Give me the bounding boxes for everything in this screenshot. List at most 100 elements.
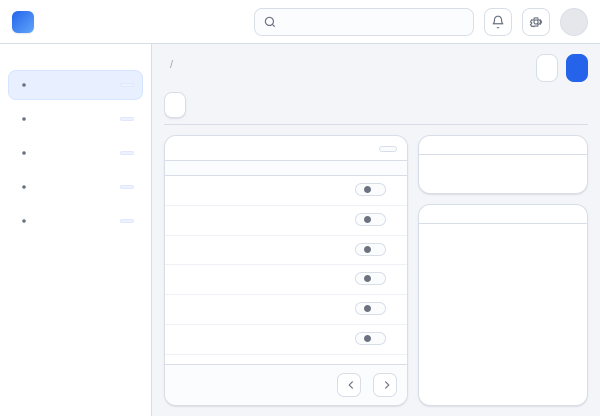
status-dot [363,334,371,342]
table-cell [225,324,286,355]
table-cell [225,175,286,206]
search-icon [263,15,277,29]
table-cell [165,294,226,325]
primary-button[interactable] [566,54,588,82]
breadcrumb-separator: / [170,59,174,72]
table-row[interactable] [165,294,407,325]
table-cell [225,264,286,295]
table-cell [225,205,286,236]
table-card-header [165,136,407,161]
summary-card [418,135,588,194]
table-cell [286,175,347,206]
table-cell [346,324,407,355]
status-badge [354,212,386,226]
tab[interactable] [164,92,186,118]
status-dot [363,245,371,253]
tab[interactable] [220,92,242,118]
tabs [164,92,588,125]
secondary-button[interactable] [536,54,558,82]
sidebar-item[interactable] [8,172,143,202]
table-row[interactable] [165,264,407,295]
sidebar-item[interactable] [8,104,143,134]
table-card [164,135,408,406]
status-badge [354,302,386,315]
sidebar-item-badge [120,219,134,223]
notes-body [419,224,587,256]
table-cell [346,294,407,325]
sidebar-item-badge [120,185,134,189]
summary-card-header [419,136,587,155]
table-cell [165,264,226,295]
table-cell [286,235,347,266]
pager [337,373,397,397]
content [164,135,588,406]
chevron-left-icon [344,378,358,392]
sidebar-item[interactable] [8,138,143,168]
table-row[interactable] [165,205,407,236]
status-badge [354,242,386,256]
sidebar-item-badge [120,117,134,121]
status-dot [363,275,371,283]
table-cell [286,294,347,325]
header-actions [536,54,588,82]
sidebar-item[interactable] [8,70,143,100]
main-header: / [164,54,588,82]
right-column [418,135,588,406]
status-badge [354,272,386,286]
table-cell [346,235,407,266]
table-header-cell [225,161,286,176]
brand-logo [12,10,34,33]
status-badge [354,331,386,345]
table-card-pill [379,146,397,152]
sidebar-item-badge [120,83,134,87]
table-cell [165,235,226,266]
main: / [152,44,600,416]
notifications-button[interactable] [484,7,512,36]
table-footer [165,364,407,405]
search-input[interactable] [283,13,465,30]
table-row[interactable] [165,235,407,266]
dot-icon [17,78,31,92]
sidebar-nav [8,70,143,236]
dot-icon [17,214,31,228]
data-table [165,161,407,355]
brand [12,10,42,33]
table-header-row [165,161,407,176]
status-badge [354,183,386,196]
table-cell [225,294,286,325]
notes-card [418,204,588,406]
table-cell [286,324,347,355]
breadcrumb: / [164,59,526,73]
dot-icon [17,112,31,126]
table-row[interactable] [165,175,407,206]
table-header-cell [346,161,407,176]
pager-prev-button[interactable] [337,373,361,397]
table-cell [346,264,407,295]
sidebar-item-badge [120,151,134,155]
avatar[interactable] [560,7,588,36]
pager-next-button[interactable] [373,373,397,397]
bell-icon [491,15,505,29]
search-box[interactable] [254,7,474,36]
table-cell [225,235,286,266]
status-dot [363,215,371,223]
table-cell [286,205,347,236]
status-dot [363,305,371,312]
dot-icon [17,146,31,160]
summary-kv [419,155,587,193]
table-cell [346,175,407,206]
table-header-cell [286,161,347,176]
tab[interactable] [192,92,214,118]
dot-icon [17,180,31,194]
table-cell [286,264,347,295]
table-cell [346,205,407,236]
table-cell [165,205,226,236]
notes-card-header [419,205,587,224]
table-cell [165,175,226,206]
settings-button[interactable] [522,7,550,36]
table-header-cell [165,161,226,176]
sidebar [0,44,152,416]
sidebar-item[interactable] [8,206,143,236]
table-row[interactable] [165,324,407,355]
